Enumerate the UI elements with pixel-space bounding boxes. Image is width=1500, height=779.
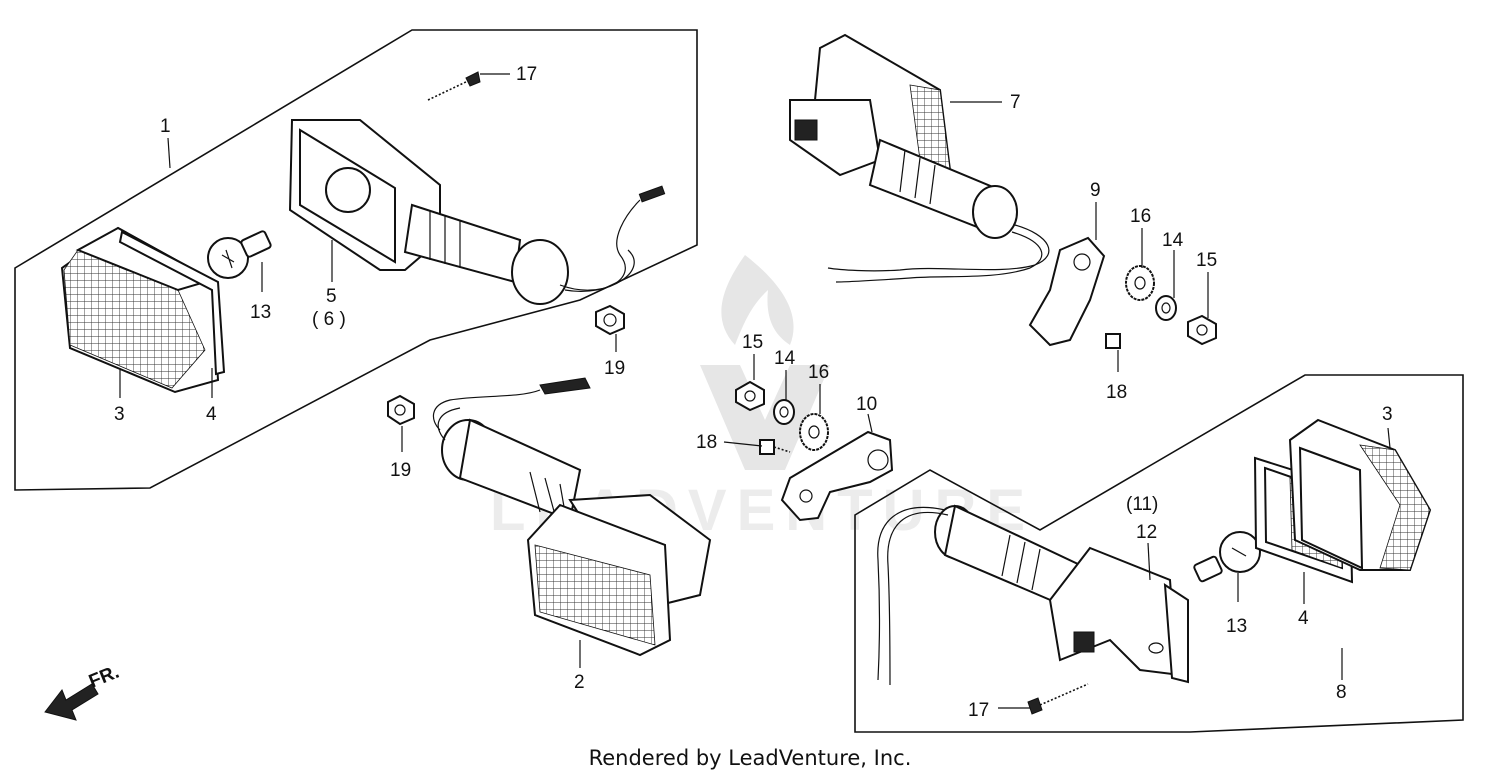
callout-11: (11) bbox=[1126, 494, 1158, 515]
leader-lines bbox=[119, 73, 1391, 709]
washer-part-14-center bbox=[773, 399, 795, 425]
washer-part-16-center bbox=[799, 413, 829, 451]
callout-8: 8 bbox=[1336, 682, 1347, 703]
callout-4-right: 4 bbox=[1298, 608, 1309, 629]
bolt-part-18-center bbox=[759, 439, 791, 455]
nut-part-15-center bbox=[735, 380, 765, 412]
callout-15-right: 15 bbox=[1196, 250, 1217, 271]
bolt-part-18-right bbox=[1105, 333, 1121, 349]
callout-4-left: 4 bbox=[206, 404, 217, 425]
callout-2: 2 bbox=[574, 672, 585, 693]
washer-part-16-right bbox=[1125, 265, 1155, 301]
callout-19-lower: 19 bbox=[390, 460, 411, 481]
turn-signal-part-7 bbox=[789, 33, 1050, 283]
nut-part-19-lower bbox=[387, 394, 415, 426]
callout-1: 1 bbox=[160, 116, 171, 137]
callout-7: 7 bbox=[1010, 92, 1021, 113]
callout-6: ( 6 ) bbox=[312, 309, 346, 330]
housing-part-5 bbox=[288, 119, 666, 305]
group-outline-1 bbox=[14, 29, 698, 491]
bracket-part-10 bbox=[780, 430, 894, 522]
callout-17-top: 17 bbox=[516, 64, 537, 85]
group-outline-8 bbox=[854, 374, 1464, 733]
callout-18-right: 18 bbox=[1106, 382, 1127, 403]
callout-3-right: 3 bbox=[1382, 404, 1393, 425]
turn-signal-part-2 bbox=[432, 377, 712, 657]
callout-16-right: 16 bbox=[1130, 206, 1151, 227]
lens-part-3-right bbox=[1288, 418, 1432, 571]
washer-part-14-right bbox=[1155, 295, 1177, 321]
callout-12: 12 bbox=[1136, 522, 1157, 543]
screw-part-17-bottom bbox=[1027, 683, 1089, 715]
screw-part-17-top bbox=[427, 71, 481, 101]
bulb-part-13-right bbox=[1193, 531, 1261, 583]
nut-part-19-upper bbox=[595, 304, 625, 336]
gasket-part-4-left bbox=[118, 230, 226, 376]
bracket-part-9 bbox=[1028, 236, 1106, 347]
callout-5: 5 bbox=[326, 286, 337, 307]
callout-10: 10 bbox=[856, 394, 877, 415]
callout-13-right: 13 bbox=[1226, 616, 1247, 637]
footer-credit: Rendered by LeadVenture, Inc. bbox=[588, 746, 912, 770]
front-arrow-icon: FR. bbox=[44, 662, 122, 721]
callout-14-center: 14 bbox=[774, 348, 796, 369]
bulb-part-13-left bbox=[207, 230, 272, 279]
callout-3-left: 3 bbox=[114, 404, 125, 425]
callout-14-right: 14 bbox=[1162, 230, 1184, 251]
callout-19-upper: 19 bbox=[604, 358, 625, 379]
nut-part-15-right bbox=[1187, 314, 1217, 346]
housing-part-12 bbox=[877, 504, 1189, 686]
front-indicator-label: FR. bbox=[86, 662, 122, 693]
callout-9: 9 bbox=[1090, 180, 1101, 201]
callout-16-center: 16 bbox=[808, 362, 829, 383]
callout-18-center: 18 bbox=[696, 432, 717, 453]
callout-15-center: 15 bbox=[742, 332, 763, 353]
callout-13-left: 13 bbox=[250, 302, 271, 323]
callout-17-bottom: 17 bbox=[968, 700, 989, 721]
